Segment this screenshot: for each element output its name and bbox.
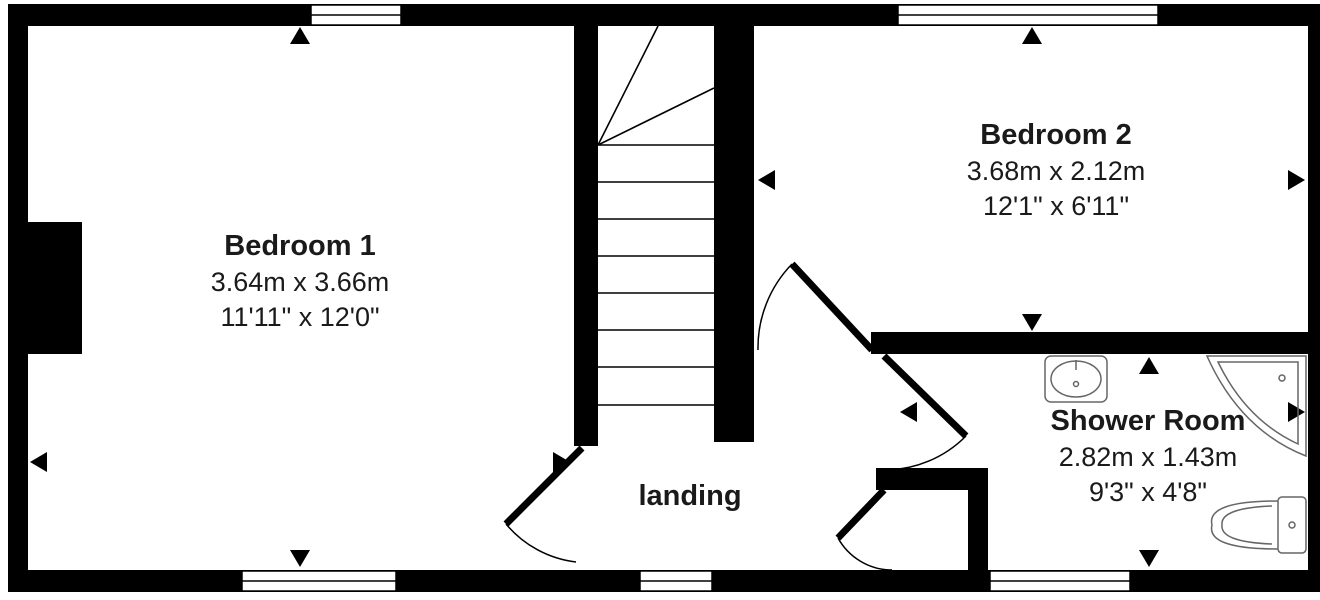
shower-room-label: Shower Room 2.82m x 1.43m 9'3" x 4'8" [1008,403,1288,509]
cupboard-wall-top [876,468,988,490]
doors [503,261,969,571]
staircase [597,25,715,406]
wall-right [1308,4,1320,592]
arrow-up-icon [1022,27,1042,44]
bedroom2-metric: 3.68m x 2.12m [966,156,1146,187]
window-landing-bottom [639,570,713,592]
window-bedroom2-top [897,4,1159,26]
window-shower-bottom [989,570,1131,592]
bedroom1-name: Bedroom 1 [224,230,376,262]
door-bedroom1 [503,445,585,563]
door-shower [881,353,969,471]
bedroom2-label: Bedroom 2 3.68m x 2.12m 12'1" x 6'11" [916,117,1196,223]
cupboard-wall-right [968,468,988,570]
door-bedroom2 [757,261,875,353]
wall-left [8,4,28,592]
door-cupboard [835,487,893,571]
bedroom1-imperial: 11'11" x 12'0" [220,301,380,332]
dimension-markers [30,27,1305,567]
arrow-right-icon [553,452,570,472]
window-bedroom1-top [310,4,402,26]
toilet-icon [1210,496,1307,554]
bedroom2-name: Bedroom 2 [980,119,1132,151]
arrow-down-icon [1139,550,1159,567]
arrow-down-icon [1022,314,1042,331]
shower-tray-icon [1205,355,1307,458]
shower-room-name: Shower Room [1050,405,1246,437]
arrow-left-icon [30,452,47,472]
wall-bedroom1-stairs [574,26,598,446]
arrow-right-icon [1288,402,1305,422]
arrow-down-icon [290,550,310,567]
wall-stairs-bedroom2 [714,26,754,442]
bedroom1-label: Bedroom 1 3.64m x 3.66m 11'11" x 12'0" [160,228,440,334]
window-bedroom1-bottom [241,570,397,592]
chimney-breast [28,222,82,354]
arrow-up-icon [290,27,310,44]
landing-label: landing [610,478,770,515]
arrow-left-icon [900,402,917,422]
wall-bedroom2-shower [871,332,1308,354]
arrow-left-icon [758,170,775,190]
shower-room-metric: 2.82m x 1.43m [1058,442,1238,473]
landing-name: landing [638,480,742,512]
windows [241,4,1159,592]
bedroom1-metric: 3.64m x 3.66m [210,267,390,298]
shower-room-imperial: 9'3" x 4'8" [1088,476,1208,507]
arrow-right-icon [1288,170,1305,190]
inner-walls [574,26,1308,570]
arrow-up-icon [1139,357,1159,374]
bedroom2-imperial: 12'1" x 6'11" [982,190,1130,221]
basin-icon [1044,355,1108,403]
